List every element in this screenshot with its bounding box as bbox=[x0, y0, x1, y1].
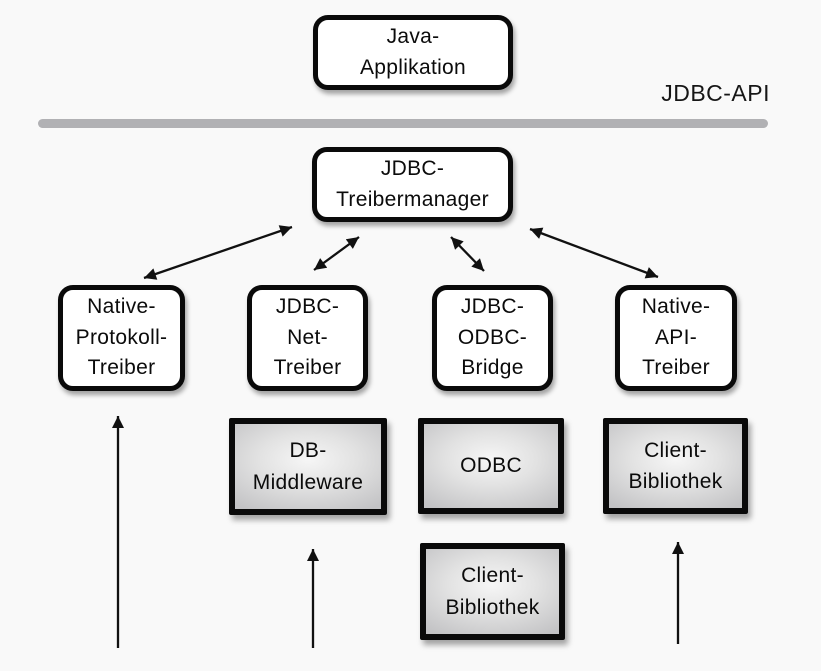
connector-manager-native-protokoll bbox=[143, 225, 293, 280]
node-jdbc-treibermanager: JDBC- Treibermanager bbox=[312, 147, 513, 222]
node-native-protokoll-treiber: Native- Protokoll- Treiber bbox=[58, 285, 185, 391]
node-jdbc-odbc-bridge: JDBC- ODBC- Bridge bbox=[432, 285, 553, 391]
jdbc-api-label: JDBC-API bbox=[661, 80, 770, 106]
node-odbc: ODBC bbox=[418, 418, 564, 514]
jdbc-api-divider-line bbox=[38, 119, 768, 128]
node-db-middleware: DB- Middleware bbox=[229, 418, 387, 515]
connector-manager-native-api bbox=[529, 227, 659, 279]
node-java-applikation: Java- Applikation bbox=[313, 15, 513, 90]
connector-manager-jdbc-odbc bbox=[450, 236, 485, 272]
node-client-bibliothek-rechts: Client- Bibliothek bbox=[603, 418, 748, 514]
node-native-api-treiber: Native- API- Treiber bbox=[615, 285, 737, 391]
node-jdbc-net-treiber: JDBC- Net- Treiber bbox=[247, 285, 368, 391]
connector-manager-jdbc-net bbox=[313, 236, 360, 271]
node-client-bibliothek-mitte: Client- Bibliothek bbox=[420, 543, 565, 640]
